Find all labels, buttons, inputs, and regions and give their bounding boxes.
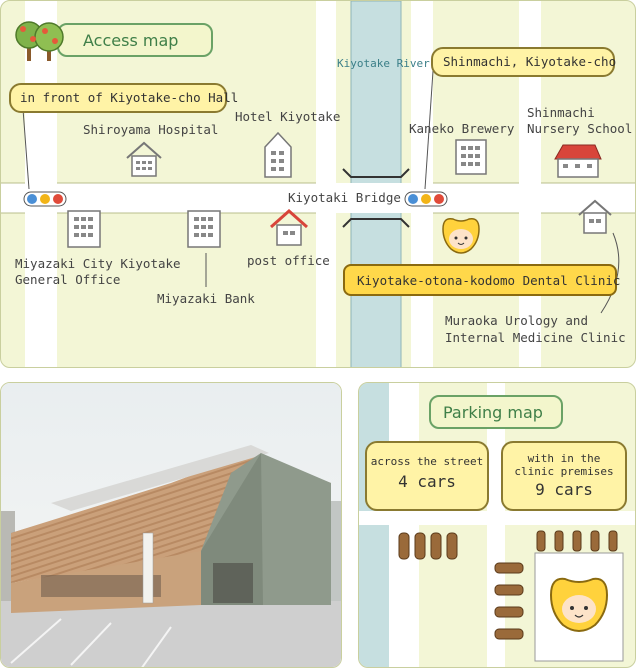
clinic-label: Kiyotake-otona-kodomo Dental Clinic [343, 264, 620, 296]
label-muraoka-1: Muraoka Urology and [445, 313, 588, 328]
traffic-light-icon [404, 191, 448, 207]
post-office-icon [270, 209, 308, 246]
parking-map-title: Parking map [429, 395, 563, 429]
river-label: Kiyotake River [337, 57, 430, 70]
label-hotel-kiyotake: Hotel Kiyotake [235, 109, 341, 124]
nursery-school-icon [554, 144, 602, 178]
bank-icon [187, 210, 221, 248]
label-shinmachi-nursery-2: Nursery School [527, 121, 633, 136]
premises-bubble: with in the clinic premises 9 cars [501, 441, 627, 511]
access-map-panel: Access map Kiyotake River in front of Ki… [0, 0, 636, 368]
across-street-bubble: across the street 4 cars [365, 441, 489, 511]
tooth-mascot-icon [549, 577, 609, 632]
label-shiroyama-hospital: Shiroyama Hospital [83, 122, 219, 137]
callout-shinmachi: Shinmachi, Kiyotake-cho [431, 47, 616, 77]
parking-map-panel: Parking map across the street 4 cars wit… [358, 382, 636, 668]
parked-cars-across [398, 532, 458, 560]
label-miyazaki-office-2: General Office [15, 272, 121, 287]
label-miyazaki-office-1: Miyazaki City Kiyotake [15, 256, 181, 271]
building-photo-illustration [1, 383, 341, 667]
callout-kiyotake-cho-hall: in front of Kiyotake-cho Hall [9, 83, 238, 113]
label-muraoka-2: Internal Medicine Clinic [445, 330, 626, 345]
label-post-office: post office [247, 253, 330, 268]
label-kaneko-brewery: Kaneko Brewery [409, 121, 515, 136]
road-west-of-river [316, 1, 336, 367]
label-bridge: Kiyotaki Bridge [288, 190, 401, 205]
left-road [25, 1, 57, 367]
office-icon [67, 210, 101, 248]
parked-cars-premises-column [494, 562, 524, 640]
access-map-title: Access map [57, 23, 213, 57]
parking-map-roads [359, 383, 635, 667]
urology-clinic-icon [578, 199, 612, 234]
tooth-mascot-icon [442, 217, 480, 254]
parked-cars-premises-row [536, 530, 618, 552]
hotel-icon [264, 131, 292, 178]
traffic-light-icon [23, 191, 67, 207]
label-miyazaki-bank: Miyazaki Bank [157, 291, 255, 306]
label-shinmachi-nursery-1: Shinmachi [527, 105, 595, 120]
brewery-icon [455, 139, 487, 175]
hospital-icon [126, 141, 162, 177]
tree-icon [15, 21, 64, 61]
clinic-photo [0, 382, 342, 668]
